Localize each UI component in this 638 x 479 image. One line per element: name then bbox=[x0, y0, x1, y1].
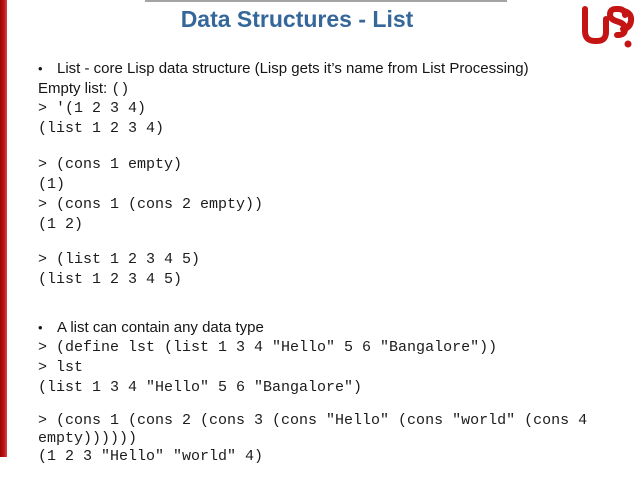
code-line: > lst bbox=[38, 359, 84, 376]
code-block-nested-cons: > (cons 1 (cons 2 (cons 3 (cons "Hello" … bbox=[38, 412, 634, 466]
bullet-item-any-data-type: • A list can contain any data type bbox=[38, 317, 634, 338]
code-line: (list 1 2 3 4 5) bbox=[38, 271, 183, 288]
code-line: (1 2) bbox=[38, 216, 84, 233]
top-edge-artifact bbox=[145, 0, 507, 2]
bullet-item-core-lisp: • List - core Lisp data structure (Lisp g… bbox=[38, 58, 634, 79]
slide-title: Data Structures - List bbox=[180, 6, 414, 32]
bullet-text: A list can contain any data type bbox=[57, 319, 264, 336]
code-line: > (list 1 2 3 4 5) bbox=[38, 251, 201, 268]
slide-content: • List - core Lisp data structure (Lisp g… bbox=[38, 58, 634, 466]
code-line: > (define lst (list 1 3 4 "Hello" 5 6 "B… bbox=[38, 339, 498, 356]
code-block-cons: > (cons 1 empty) (1) > (cons 1 (cons 2 e… bbox=[38, 155, 634, 235]
left-accent-bar bbox=[0, 0, 7, 457]
code-line: > (cons 1 (cons 2 (cons 3 (cons "Hello" … bbox=[38, 412, 588, 429]
code-line: (list 1 2 3 4) bbox=[38, 120, 165, 137]
empty-list-line: Empty list: () bbox=[38, 79, 634, 99]
code-block-define-lst: > (define lst (list 1 3 4 "Hello" 5 6 "B… bbox=[38, 338, 634, 398]
code-line: > (cons 1 (cons 2 empty)) bbox=[38, 196, 264, 213]
bullet-glyph: • bbox=[38, 61, 43, 76]
code-line: empty)))))) bbox=[38, 430, 138, 447]
code-line: (list 1 3 4 "Hello" 5 6 "Bangalore") bbox=[38, 379, 363, 396]
code-line: > '(1 2 3 4) bbox=[38, 100, 147, 117]
code-line: > (cons 1 empty) bbox=[38, 156, 183, 173]
empty-list-value: () bbox=[111, 81, 130, 98]
code-block-list-12345: > (list 1 2 3 4 5) (list 1 2 3 4 5) bbox=[38, 250, 634, 290]
code-line: (1) bbox=[38, 176, 66, 193]
lisp-logo-icon bbox=[579, 4, 635, 50]
code-line: (1 2 3 "Hello" "world" 4) bbox=[38, 448, 264, 465]
bullet-glyph: • bbox=[38, 320, 43, 335]
bullet-text: List - core Lisp data structure (Lisp ge… bbox=[57, 60, 529, 77]
code-block-quote-list: > '(1 2 3 4) (list 1 2 3 4) bbox=[38, 99, 634, 139]
empty-list-label: Empty list: bbox=[38, 80, 112, 97]
